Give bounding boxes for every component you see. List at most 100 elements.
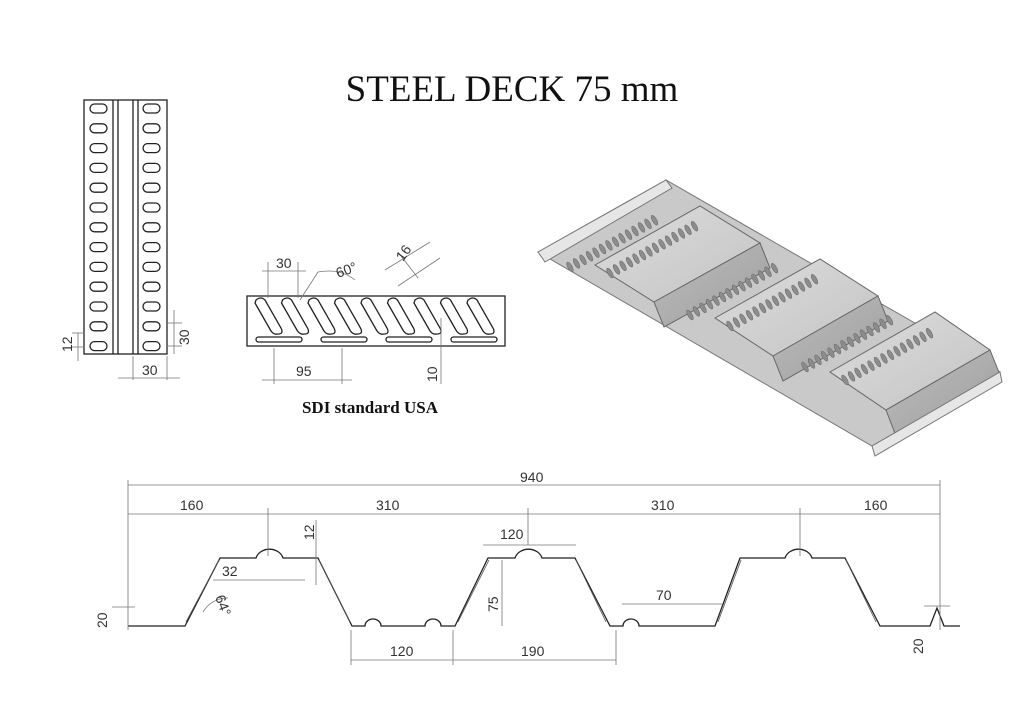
dim-span-b: 310: [651, 497, 675, 513]
emboss-strip-view: 12 30 30: [59, 99, 192, 380]
dim-emboss-offset: 32: [222, 563, 238, 579]
emboss-mark: [906, 338, 914, 350]
dim-pitch: 30: [176, 329, 192, 345]
emboss-mark: [705, 299, 714, 310]
emboss-mark: [572, 258, 581, 269]
emboss-mark: [658, 239, 666, 250]
emboss-mark: [664, 235, 673, 246]
emboss-mark: [739, 313, 747, 324]
dim-line: [397, 251, 419, 279]
emboss-mark: [611, 236, 620, 247]
emboss-mark: [866, 325, 874, 337]
emboss-mark: [801, 361, 809, 373]
strip-slot: [89, 281, 108, 292]
dim-slot-spacing: 30: [276, 255, 292, 271]
dim-crest-width: 120: [500, 526, 524, 542]
emboss-mark: [625, 257, 634, 268]
emboss-mark: [624, 229, 633, 240]
dim-line: [397, 257, 441, 287]
angle-arc: [202, 597, 229, 613]
emboss-mark: [873, 356, 882, 368]
emboss-mark: [671, 231, 679, 243]
emboss-mark: [771, 295, 780, 306]
dim-trough: 190: [521, 643, 545, 659]
pattern-slot: [466, 297, 495, 335]
angle-arc: [317, 270, 356, 281]
pattern-bottom-slot: [385, 336, 433, 343]
emboss-mark: [732, 317, 741, 328]
strip-slot: [89, 123, 108, 134]
emboss-mark: [867, 360, 875, 371]
emboss-mark: [631, 225, 639, 237]
pattern-bottom-slot: [450, 336, 498, 343]
sdi-standard-caption: SDI standard USA: [301, 398, 439, 417]
emboss-mark: [738, 281, 746, 292]
dim-slot-width: 16: [392, 242, 414, 264]
emboss-mark: [810, 274, 819, 285]
strip-slot: [142, 261, 161, 273]
web-embossments: [185, 559, 877, 623]
emboss-mark: [744, 277, 753, 288]
emboss-mark: [632, 253, 640, 264]
pattern-outline: [246, 295, 506, 347]
emboss-mark: [745, 310, 754, 321]
pattern-slot: [254, 297, 283, 335]
emboss-mark: [752, 306, 760, 317]
emboss-mark: [765, 299, 773, 310]
emboss-mark: [879, 318, 887, 329]
emboss-mark: [807, 358, 816, 369]
emboss-mark: [618, 233, 626, 244]
strip-slot: [142, 123, 161, 134]
deck-profile-section: 940 160 310 310 160 12 120 32 64° 20 75 …: [94, 469, 960, 665]
emboss-mark: [804, 277, 812, 288]
dim-line: [299, 271, 319, 301]
dim-web-angle: 64°: [212, 593, 234, 618]
emboss-mark: [692, 306, 701, 317]
emboss-mark: [820, 351, 829, 362]
emboss-mark: [791, 284, 799, 296]
emboss-mark: [846, 336, 855, 347]
profile-outline: [128, 548, 960, 627]
deck-right-lip: [871, 371, 1003, 457]
dim-strip-width: 30: [142, 362, 158, 378]
emboss-mark: [912, 335, 921, 346]
dim-lap-left: 20: [94, 612, 110, 628]
emboss-mark: [841, 374, 849, 386]
emboss-mark: [833, 343, 842, 355]
emboss-mark: [797, 281, 806, 292]
emboss-mark: [592, 247, 600, 258]
strip-slot: [142, 241, 161, 253]
strip-slot: [142, 301, 161, 312]
dim-lap-right: 20: [910, 638, 926, 654]
pattern-slot: [307, 297, 336, 335]
strip-slot: [89, 241, 108, 253]
pattern-slot: [333, 297, 363, 335]
emboss-mark: [778, 292, 786, 303]
deck-rib-side: [653, 242, 771, 328]
dim-right-edge: 160: [864, 497, 888, 513]
dim-edge: 10: [424, 366, 440, 382]
isometric-deck-view: [536, 179, 1003, 457]
dim-left-edge: 160: [180, 497, 204, 513]
pattern-slot: [413, 297, 442, 335]
pattern-slot: [439, 297, 469, 335]
dim-trough-emboss: 70: [656, 587, 672, 603]
strip-slot: [142, 340, 161, 352]
emboss-mark: [712, 295, 720, 306]
strip-slot: [89, 261, 108, 273]
pattern-slot: [280, 297, 310, 335]
strip-slot: [89, 162, 108, 174]
pattern-bottom-slot: [255, 336, 303, 343]
emboss-mark: [731, 284, 740, 295]
pattern-slot: [386, 297, 416, 335]
strip-slot: [89, 301, 108, 312]
strip-slot: [142, 202, 161, 213]
strip-slot: [142, 321, 161, 332]
sdi-pattern-view: 30 60° 16 95 10: [246, 242, 506, 384]
emboss-mark: [758, 302, 767, 314]
emboss-mark: [814, 354, 822, 365]
emboss-mark: [651, 242, 660, 253]
emboss-mark: [886, 349, 895, 360]
dim-total: 940: [520, 469, 544, 485]
emboss-mark: [840, 340, 848, 351]
